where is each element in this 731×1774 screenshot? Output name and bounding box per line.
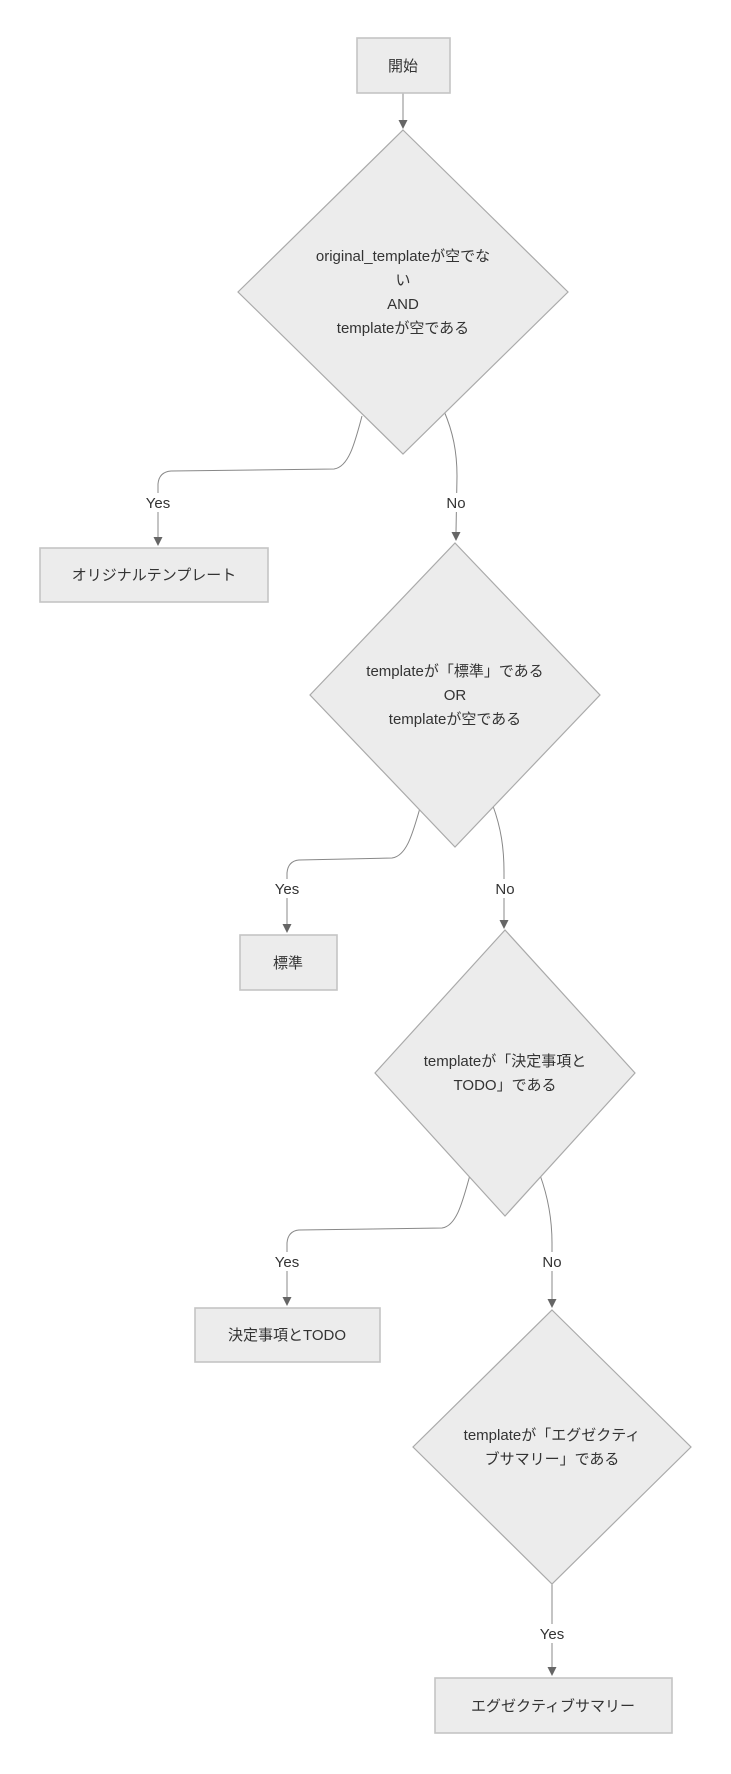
arrow-head-icon (282, 1297, 292, 1306)
node-decision1-shape (237, 129, 569, 455)
edge-label-bg (538, 1252, 567, 1271)
node-decision4-line2: ブサマリー」である (485, 1450, 620, 1468)
edge-label-bg (442, 493, 471, 512)
edge-label-yes: Yes (275, 1254, 299, 1271)
node-decision4-shape (412, 1309, 692, 1585)
node-decision2-line2: OR (444, 687, 467, 704)
node-decision3-line1: templateが「決定事項と (424, 1053, 587, 1070)
node-executive-summary-label: エグゼクティブサマリー (471, 1697, 635, 1715)
edge-line (286, 807, 421, 924)
edge-line (286, 1174, 471, 1297)
node-decisions-todo: 決定事項とTODO (194, 1307, 381, 1363)
node-decisions-todo-label: 決定事項とTODO (228, 1327, 346, 1344)
edge-line (443, 410, 458, 533)
node-original-template: オリジナルテンプレート (39, 547, 269, 603)
edge-label-yes: Yes (146, 495, 170, 512)
edge-label-bg (535, 1624, 569, 1643)
node-decision3: templateが「決定事項と TODO」である (374, 929, 636, 1217)
edge-label-bg (141, 493, 175, 512)
edge-label-bg (270, 879, 304, 898)
edge-decision4-yes: Yes (535, 1584, 569, 1676)
edge-label-no: No (542, 1254, 561, 1271)
node-standard-shape (239, 934, 338, 991)
edge-line (539, 1174, 553, 1299)
arrow-head-icon (547, 1299, 557, 1308)
node-decision1-line4: templateが空である (337, 320, 469, 337)
node-decision4-line1: templateが「エグゼクティ (464, 1427, 641, 1444)
node-decision1-line2: い (395, 272, 410, 289)
edge-start-to-decision1 (398, 93, 408, 129)
node-start-label: 開始 (388, 58, 418, 75)
edge-label-bg (491, 879, 520, 898)
node-decision2-line3: templateが空である (389, 711, 521, 728)
edge-decision1-yes: Yes (141, 415, 363, 546)
edge-label-no: No (495, 881, 514, 898)
node-decision1-line3: AND (387, 296, 419, 313)
node-decision2: templateが「標準」である OR templateが空である (309, 542, 601, 848)
edge-decision2-no: No (491, 805, 520, 929)
edge-label-yes: Yes (540, 1626, 564, 1643)
arrow-head-icon (451, 532, 461, 541)
edge-line (492, 805, 505, 920)
node-executive-summary: エグゼクティブサマリー (434, 1677, 673, 1734)
edge-decision3-no: No (538, 1174, 567, 1308)
edge-line (157, 415, 363, 537)
node-executive-summary-shape (434, 1677, 673, 1734)
node-decisions-todo-shape (194, 1307, 381, 1363)
node-decision4: templateが「エグゼクティ ブサマリー」である (412, 1309, 692, 1585)
arrow-head-icon (282, 924, 292, 933)
edge-label-bg (270, 1252, 304, 1271)
arrow-head-icon (398, 120, 408, 129)
arrow-head-icon (499, 920, 509, 929)
edge-label-yes: Yes (275, 881, 299, 898)
node-decision2-shape (309, 542, 601, 848)
node-start: 開始 (356, 37, 451, 94)
node-decision1: original_templateが空でな い AND templateが空であ… (237, 129, 569, 455)
node-decision1-line1: original_templateが空でな (316, 248, 490, 265)
node-decision3-line2: TODO」である (454, 1077, 557, 1094)
node-decision3-shape (374, 929, 636, 1217)
node-start-shape (356, 37, 451, 94)
node-original-template-shape (39, 547, 269, 603)
arrow-head-icon (153, 537, 163, 546)
node-standard-label: 標準 (273, 955, 303, 972)
edge-label-no: No (446, 495, 465, 512)
node-original-template-label: オリジナルテンプレート (72, 567, 237, 584)
edge-decision3-yes: Yes (270, 1174, 471, 1306)
node-decision2-line1: templateが「標準」である (366, 663, 543, 680)
edge-decision2-yes: Yes (270, 807, 421, 933)
edge-decision1-no: No (442, 410, 471, 541)
node-standard: 標準 (239, 934, 338, 991)
arrow-head-icon (547, 1667, 557, 1676)
